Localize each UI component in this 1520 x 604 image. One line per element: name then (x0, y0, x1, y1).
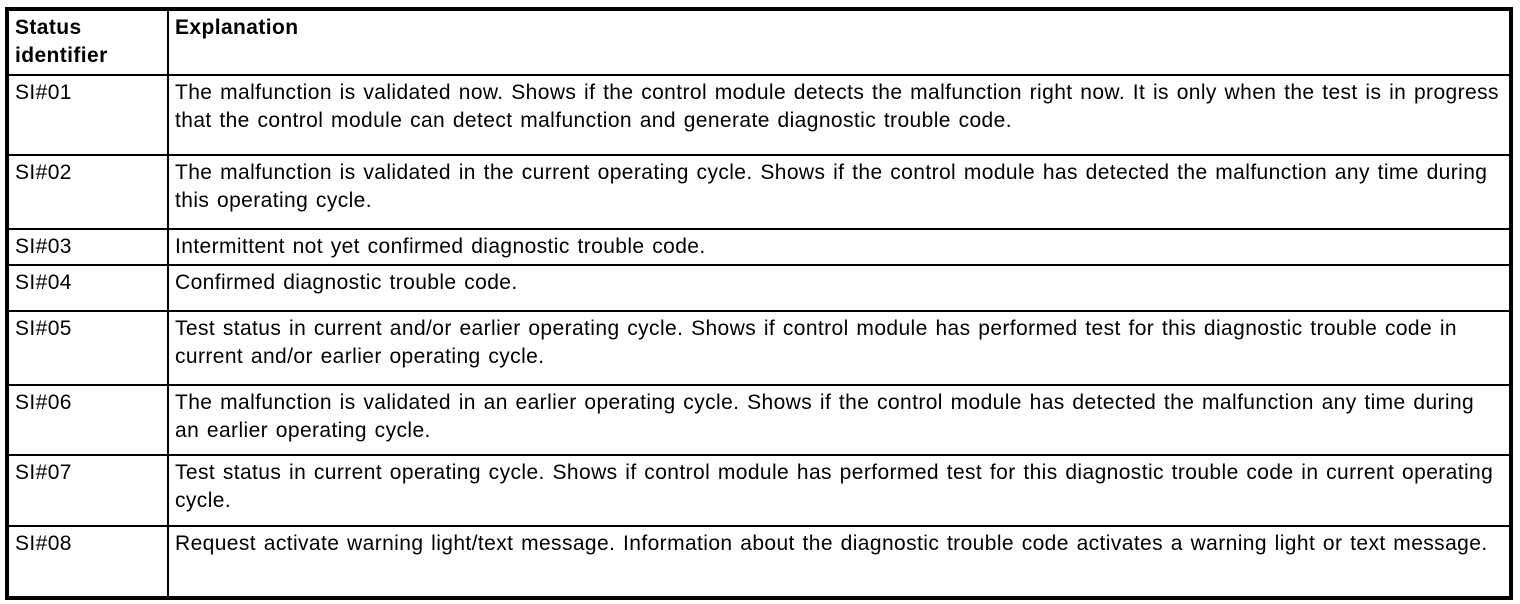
status-identifier-cell: SI#03 (6, 228, 169, 266)
explanation-cell: Confirmed diagnostic trouble code. (167, 264, 1512, 312)
status-identifier-cell: SI#08 (6, 525, 169, 599)
status-identifier-cell: SI#07 (6, 454, 169, 527)
table-row: SI#08 Request activate warning light/tex… (6, 525, 1512, 599)
explanation-cell: Intermittent not yet confirmed diagnosti… (167, 228, 1512, 266)
table-row: SI#03 Intermittent not yet confirmed dia… (6, 228, 1512, 266)
status-identifier-cell: SI#01 (6, 74, 169, 156)
table-row: SI#05 Test status in current and/or earl… (6, 310, 1512, 386)
table-row: SI#07 Test status in current operating c… (6, 454, 1512, 527)
explanation-cell: The malfunction is validated now. Shows … (167, 74, 1512, 156)
table-row: SI#02 The malfunction is validated in th… (6, 154, 1512, 230)
explanation-cell: The malfunction is validated in the curr… (167, 154, 1512, 230)
explanation-cell: The malfunction is validated in an earli… (167, 384, 1512, 456)
status-identifier-cell: SI#06 (6, 384, 169, 456)
explanation-cell: Test status in current operating cycle. … (167, 454, 1512, 527)
status-identifier-table: Status identifier Explanation SI#01 The … (5, 7, 1513, 600)
column-header-status-identifier: Status identifier (6, 8, 169, 76)
table-header-row: Status identifier Explanation (6, 8, 1512, 76)
status-identifier-cell: SI#05 (6, 310, 169, 386)
table-row: SI#04 Confirmed diagnostic trouble code. (6, 264, 1512, 312)
table-row: SI#06 The malfunction is validated in an… (6, 384, 1512, 456)
explanation-cell: Test status in current and/or earlier op… (167, 310, 1512, 386)
status-identifier-cell: SI#04 (6, 264, 169, 312)
column-header-explanation: Explanation (167, 8, 1512, 76)
status-identifier-cell: SI#02 (6, 154, 169, 230)
table-row: SI#01 The malfunction is validated now. … (6, 74, 1512, 156)
explanation-cell: Request activate warning light/text mess… (167, 525, 1512, 599)
